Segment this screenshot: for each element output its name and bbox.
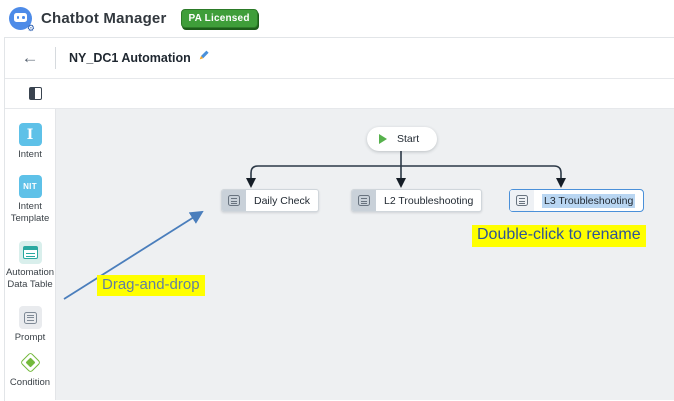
panel-toggle-icon[interactable] bbox=[29, 87, 42, 100]
node-daily-check[interactable]: Daily Check bbox=[221, 189, 320, 212]
prompt-lines-icon bbox=[18, 306, 42, 329]
node-l3-troubleshooting[interactable]: L3 Troubleshooting bbox=[509, 189, 645, 212]
divider bbox=[55, 47, 56, 69]
arrowhead-icon bbox=[396, 178, 406, 188]
flow-canvas[interactable]: Start Daily Check L2 Troubleshooting L3 … bbox=[56, 109, 674, 400]
license-badge: PA Licensed bbox=[180, 9, 258, 28]
app-header: ⚙ Chatbot Manager PA Licensed bbox=[0, 0, 674, 37]
node-label: Daily Check bbox=[254, 194, 311, 207]
node-l2-troubleshooting[interactable]: L2 Troubleshooting bbox=[351, 189, 483, 212]
annotation-drag-and-drop: Drag-and-drop bbox=[97, 275, 205, 296]
node-label: L3 Troubleshooting bbox=[542, 193, 636, 208]
table-icon bbox=[18, 241, 42, 264]
back-button[interactable]: ← bbox=[21, 48, 39, 67]
palette-item-intent-template[interactable]: NIT Intent Template bbox=[5, 175, 55, 224]
start-node-label: Start bbox=[397, 133, 420, 145]
play-icon bbox=[379, 134, 387, 144]
arrowhead-icon bbox=[246, 178, 256, 188]
annotation-double-click-rename: Double-click to rename bbox=[472, 225, 646, 247]
palette-label: Automation Data Table bbox=[5, 267, 55, 290]
app-body: ← NY_DC1 Automation I Intent NIT bbox=[4, 37, 674, 401]
canvas-toolbar bbox=[5, 79, 674, 109]
gear-icon: ⚙ bbox=[26, 23, 35, 33]
intent-template-icon: NIT bbox=[18, 175, 42, 198]
node-label: L2 Troubleshooting bbox=[384, 194, 474, 207]
prompt-lines-icon bbox=[352, 190, 376, 211]
flow-name: NY_DC1 Automation bbox=[69, 51, 191, 65]
workspace: I Intent NIT Intent Template Automation … bbox=[5, 109, 674, 400]
app-title: Chatbot Manager bbox=[41, 10, 167, 27]
palette-label: Intent Template bbox=[10, 201, 50, 224]
prompt-lines-icon bbox=[222, 190, 246, 211]
start-node[interactable]: Start bbox=[367, 127, 437, 151]
arrowhead-icon bbox=[556, 178, 566, 188]
palette-label: Intent bbox=[18, 149, 42, 160]
palette-label: Condition bbox=[9, 377, 51, 388]
palette-item-prompt[interactable]: Prompt bbox=[5, 306, 55, 344]
flow-title-bar: ← NY_DC1 Automation bbox=[5, 38, 674, 79]
chatbot-logo-icon: ⚙ bbox=[9, 7, 35, 33]
intent-icon: I bbox=[18, 123, 42, 146]
node-palette: I Intent NIT Intent Template Automation … bbox=[5, 109, 56, 400]
palette-label: Prompt bbox=[14, 332, 46, 343]
rename-pencil-icon[interactable] bbox=[197, 49, 210, 67]
flow-connectors bbox=[63, 151, 566, 300]
palette-item-condition[interactable]: Condition bbox=[5, 351, 55, 389]
prompt-lines-icon bbox=[510, 190, 534, 211]
palette-item-automation-data-table[interactable]: Automation Data Table bbox=[5, 241, 55, 290]
drag-annotation-arrow bbox=[63, 210, 204, 300]
palette-item-intent[interactable]: I Intent bbox=[5, 123, 55, 161]
condition-diamond-icon bbox=[19, 351, 42, 374]
